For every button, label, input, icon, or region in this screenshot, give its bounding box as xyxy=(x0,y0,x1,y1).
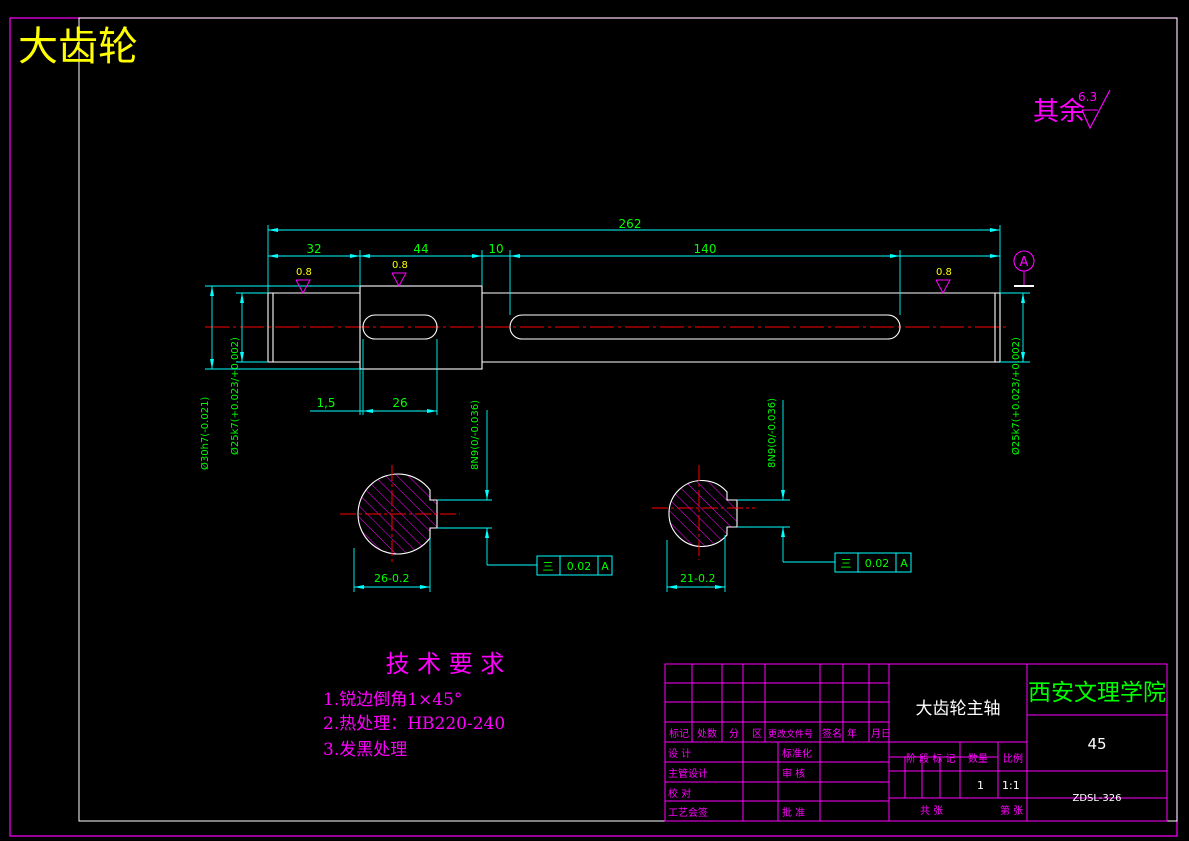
tb-row-design: 设 计 xyxy=(668,747,691,760)
tb-school: 西安文理学院 xyxy=(1028,680,1166,706)
surface-note-prefix: 其余 xyxy=(1033,97,1085,127)
section2-key-width: 8N9(0/-0.036) xyxy=(767,398,778,468)
tb-total-sheets: 共 张 xyxy=(920,805,943,817)
section2-tol-value: 0.02 xyxy=(865,557,890,570)
section-view-2: 8N9(0/-0.036) 21-0.2 三 0.02 A xyxy=(652,398,912,592)
tb-row-lead-design: 主管设计 xyxy=(668,767,708,780)
dim-seg3: 10 xyxy=(488,242,503,256)
tb-row-process: 工艺会签 xyxy=(668,806,708,819)
title-block-grid xyxy=(664,663,1168,822)
surface-note-value: 6.3 xyxy=(1078,90,1097,104)
section1-key-width: 8N9(0/-0.036) xyxy=(470,400,481,470)
tb-header-sign: 签名 xyxy=(822,727,842,740)
tb-header-day: 日 xyxy=(881,729,891,740)
roughness-marks xyxy=(295,272,951,295)
section1-tol-symbol: 三 xyxy=(543,560,554,573)
dimension-arrows xyxy=(210,228,1025,413)
tb-mid-review: 审 核 xyxy=(782,767,805,780)
tb-quantity-label: 数量 xyxy=(968,752,988,765)
tech-requirement-1: 1.锐边倒角1×45° xyxy=(323,690,462,710)
section2-tol-symbol: 三 xyxy=(841,557,852,570)
tb-scale: 1:1 xyxy=(1002,779,1020,792)
datum-label: A xyxy=(1020,255,1029,270)
section1-tol-value: 0.02 xyxy=(567,560,592,573)
tb-mid-approve: 批 准 xyxy=(782,806,805,819)
tb-header-qu: 区 xyxy=(752,728,762,740)
dim-dia-left-inner: Ø25k7(+0.023/+0.002) xyxy=(229,337,241,455)
dim-dia-left-outer: Ø30h7(-0.021) xyxy=(199,397,211,470)
tb-scale-label: 比例 xyxy=(1003,752,1023,765)
tb-part-name: 大齿轮主轴 xyxy=(916,699,1001,719)
tech-requirement-2: 2.热处理：HB220-240 xyxy=(323,714,505,734)
tb-header-fen: 分 xyxy=(729,728,739,740)
roughness-label-2: 0.8 xyxy=(392,260,408,271)
tb-header-year: 年 xyxy=(847,727,857,740)
tech-requirement-3: 3.发黑处理 xyxy=(323,740,407,760)
tb-stage-mark: 阶 段 标 记 xyxy=(906,752,956,765)
dim-seg1: 32 xyxy=(306,242,321,256)
shaft-outline xyxy=(267,285,1001,370)
tb-header-month: 月 xyxy=(871,728,881,740)
section2-tol-datum: A xyxy=(900,557,908,570)
section-view-1: 8N9(0/-0.036) 26-0.2 三 0.02 A xyxy=(340,400,613,592)
tb-header-count: 处数 xyxy=(697,727,717,740)
dim-seg2: 44 xyxy=(413,242,428,256)
section1-tol-datum: A xyxy=(601,560,609,573)
tb-header-mark: 标记 xyxy=(669,728,689,740)
tb-quantity: 1 xyxy=(977,779,984,792)
dimension-lines xyxy=(205,225,1030,415)
tb-sheet-no: 第 张 xyxy=(1000,804,1023,817)
outer-border xyxy=(9,17,1178,837)
dim-seg4: 140 xyxy=(694,242,717,256)
section2-depth: 21-0.2 xyxy=(680,572,715,585)
dim-gap: 1,5 xyxy=(316,396,335,410)
tb-row-check: 校 对 xyxy=(668,787,691,800)
sheet-title: 大齿轮 xyxy=(18,24,138,70)
inner-frame xyxy=(78,17,1178,822)
tb-drawing-no: ZDSL-326 xyxy=(1073,793,1122,804)
roughness-symbol-icon xyxy=(1081,89,1111,130)
tech-requirements-title: 技 术 要 求 xyxy=(386,650,505,678)
tb-mid-standard: 标准化 xyxy=(782,747,812,760)
dim-total: 262 xyxy=(619,217,642,231)
roughness-label-3: 0.8 xyxy=(936,267,952,278)
dim-dia-right: Ø25k7(+0.023/+0.002) xyxy=(1010,337,1022,455)
tb-header-change-doc: 更改文件号 xyxy=(768,728,813,740)
roughness-label-1: 0.8 xyxy=(296,267,312,278)
tb-material: 45 xyxy=(1087,735,1106,753)
section1-depth: 26-0.2 xyxy=(374,572,409,585)
dim-key1-length: 26 xyxy=(392,396,407,410)
